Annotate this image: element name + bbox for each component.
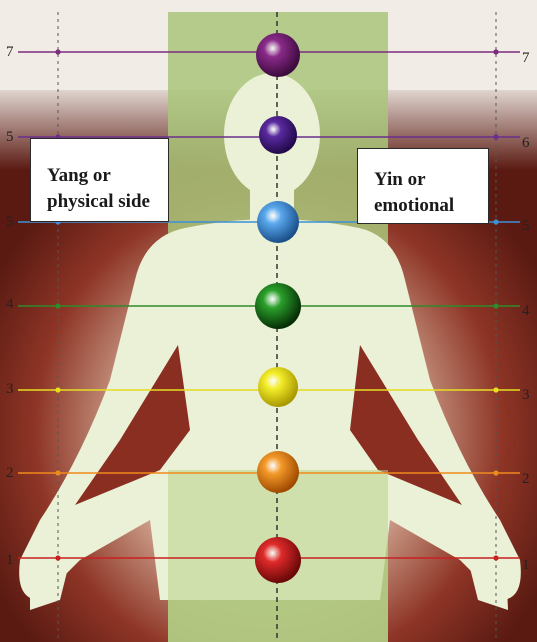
right-level-marker — [493, 555, 498, 560]
level-left-7: 7 — [6, 45, 14, 60]
chakra-root — [255, 537, 301, 583]
right-level-marker — [493, 387, 498, 392]
yang-label-box: Yang or physical side — [30, 138, 169, 222]
level-right-2: 2 — [522, 472, 530, 487]
level-left-4: 4 — [6, 297, 14, 312]
level-right-4: 4 — [522, 304, 530, 319]
chakra-sacral — [257, 451, 299, 493]
right-level-marker — [493, 134, 498, 139]
level-left-3: 3 — [6, 382, 14, 397]
level-right-5: 5 — [522, 219, 530, 234]
right-level-marker — [493, 470, 498, 475]
yang-label-line-2: physical side — [47, 189, 168, 215]
chakra-crown — [256, 33, 300, 77]
chakra-third-eye — [259, 116, 297, 154]
chakra-throat — [257, 201, 299, 243]
left-level-marker — [55, 49, 60, 54]
level-left-2: 2 — [6, 466, 14, 481]
level-left-5: 5 — [6, 215, 14, 230]
level-right-1: 1 — [522, 558, 530, 573]
level-right-3: 3 — [522, 388, 530, 403]
level-left-6: 5 — [6, 130, 14, 145]
chakra-solar-plexus — [258, 367, 298, 407]
yin-label-line-1: Yin or — [374, 167, 488, 193]
left-level-marker — [55, 470, 60, 475]
chakra-heart — [255, 283, 301, 329]
yin-label-box: Yin or emotional — [357, 148, 489, 224]
level-left-1: 1 — [6, 553, 14, 568]
left-level-marker — [55, 303, 60, 308]
yin-label-line-2: emotional — [374, 193, 488, 219]
yang-label-line-1: Yang or — [47, 163, 168, 189]
left-level-marker — [55, 555, 60, 560]
left-level-marker — [55, 387, 60, 392]
level-right-6: 6 — [522, 136, 530, 151]
right-level-marker — [493, 49, 498, 54]
level-right-7: 7 — [522, 51, 530, 66]
right-level-marker — [493, 303, 498, 308]
right-level-marker — [493, 219, 498, 224]
